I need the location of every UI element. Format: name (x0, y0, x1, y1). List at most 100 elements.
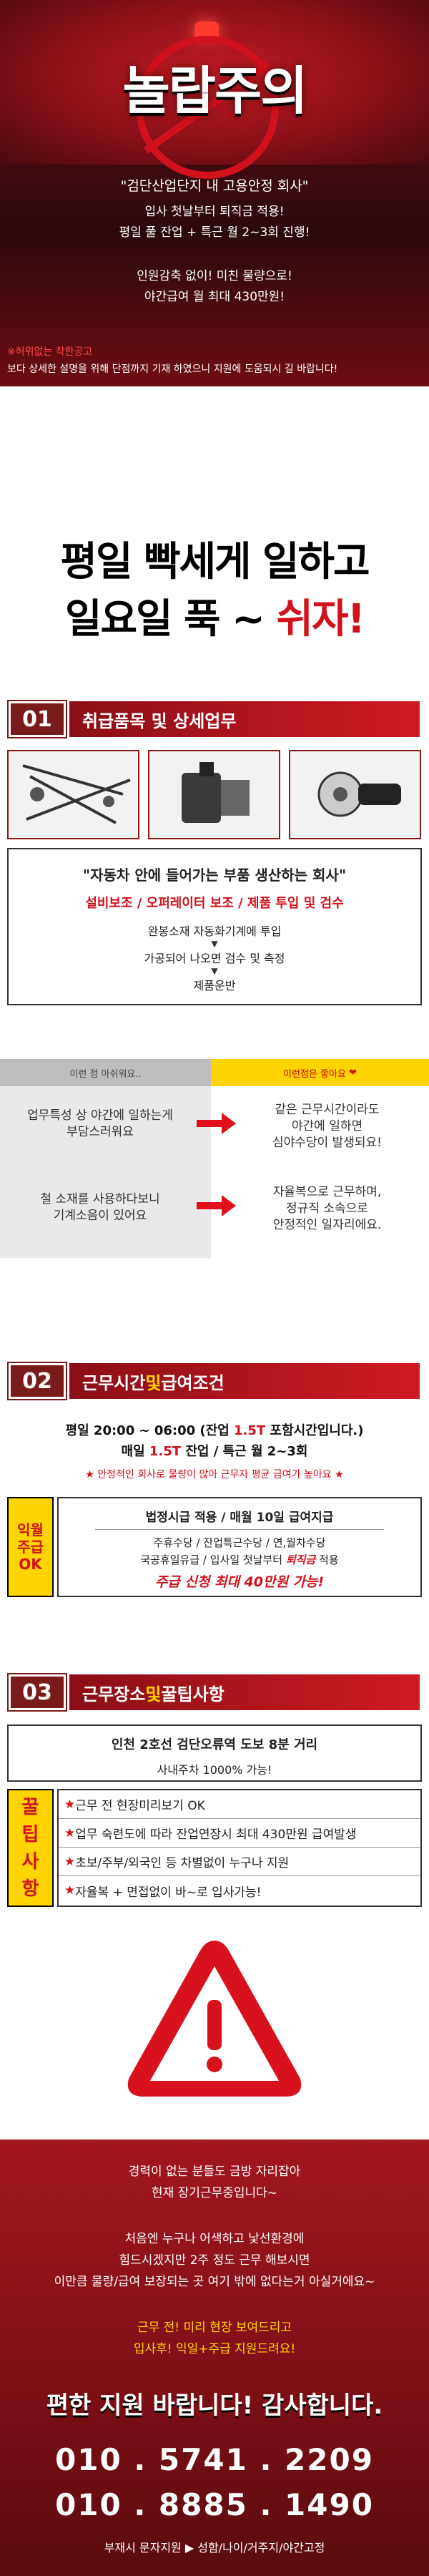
process-step: 가공되어 나오면 검수 및 측정 (144, 952, 285, 965)
badge-text: 익월 (17, 1521, 44, 1538)
pay-line: 국공휴일유급 / 입사일 첫날부터 퇴직금 적용 (59, 1551, 420, 1568)
pay-line: 주휴수당 / 잔업특근수당 / 연,월차수당 (153, 1536, 326, 1549)
section-title: 취급품목 및 상세업무 (69, 701, 420, 737)
benefit-line: 입사 첫날부터 퇴직금 적용! (144, 205, 285, 219)
company-info-box: "자동차 안에 들어가는 부품 생산하는 회사" 설비보조 / 오퍼레이터 보조… (7, 848, 422, 1005)
disclaimer-text: 보다 상세한 설명을 위해 단점까지 기재 하였으니 지원에 도움되시 길 바랍… (7, 364, 338, 375)
heart-icon: ❤ (349, 1067, 357, 1078)
process-step: 완봉소재 자동화기계에 투입 (147, 924, 282, 938)
tip-item: ★업무 숙련도에 따라 잔업연장시 최대 430만원 급여발생 (59, 1819, 420, 1848)
phone-number-1[interactable]: 010 . 5741 . 2209 (55, 2442, 374, 2477)
text: 잔업 / 특근 월 2~3회 (181, 1444, 308, 1459)
pro-item: 같은 근무시간이라도 야간에 일하면 심야수당이 발생되요! (272, 1103, 382, 1150)
footer-line: 입사후! 익일+주급 지원드려요! (133, 2342, 296, 2356)
weekly-pay-badge: 익월 주급 OK (7, 1497, 54, 1597)
badge-text: 꿀 (21, 1796, 39, 1818)
footer-line: 힘드시겠지만 2주 정도 근무 해보시면 (119, 2253, 310, 2268)
pros-header: 이런점은 좋아요 ❤ (211, 1059, 429, 1086)
disclaimer: ※허위없는 착한공고 보다 상세한 설명을 위해 단점까지 기재 하였으니 지원… (7, 343, 429, 378)
text: 포함시간입니다.) (265, 1423, 364, 1438)
badge-text: 항 (21, 1878, 39, 1900)
highlight: 1.5T (234, 1423, 266, 1438)
text: 매일 (121, 1444, 149, 1459)
pro-item: 자율복으로 근무하며, 정규직 소속으로 안정적인 일자리에요. (272, 1185, 382, 1232)
star-icon: ★ (64, 1854, 76, 1869)
work-location: 인천 2호선 검단오류역 도보 8분 거리 (111, 1737, 318, 1752)
overtime-info: 매일 1.5T 잔업 / 특근 월 2~3회 (0, 1441, 429, 1460)
disclaimer-tag: ※허위없는 착한공고 (7, 346, 93, 358)
footer-paragraph: 경력이 없는 분들도 금방 자리잡아 현재 장기근무중입니다~ (0, 2161, 429, 2204)
tips-badge: 꿀 팁 사 항 (7, 1789, 54, 1907)
footer-highlight: 근무 전! 미리 현장 보여드리고 입사후! 익일+주급 지원드려요! (0, 2317, 429, 2360)
thanks-message: 편한 지원 바랍니다! 감사합니다. (46, 2391, 383, 2420)
footer-line: 근무 전! 미리 현장 보여드리고 (137, 2321, 292, 2335)
star-icon: ★ (64, 1883, 76, 1898)
arrow-right-icon (197, 1195, 236, 1216)
section-title: 근무장소 및 꿀팁사항 (69, 1674, 420, 1710)
hero-title: 놀랍주의 (122, 61, 308, 121)
slogan-emphasis: 쉬자! (276, 596, 365, 643)
footer-line: 이만큼 물량/급여 보장되는 곳 여기 밖에 없다는거 아실거에요~ (54, 2275, 375, 2289)
benefit-line: 인원감축 없이! 미친 물량으로! (137, 269, 292, 283)
section-title: 근무시간 및 급여조건 (69, 1363, 420, 1399)
highlight: 1.5T (149, 1444, 182, 1459)
company-description: "자동차 안에 들어가는 부품 생산하는 회사" (82, 867, 347, 884)
arrow-down-icon: ▼ (211, 966, 218, 976)
pay-info-box: 법정시급 적용 / 매월 10일 급여지급 주휴수당 / 잔업특근수당 / 연,… (57, 1497, 422, 1597)
slogan-line2-text: 일요일 푹 ~ (64, 596, 277, 643)
footer-line: 경력이 없는 분들도 금방 자리잡아 (128, 2165, 301, 2179)
tip-item: ★근무 전 현장미리보기 OK (59, 1790, 420, 1819)
weekly-pay-note: 주급 신청 최대 40만원 가능! (154, 1574, 325, 1590)
con-item: 업무특성 상 야간에 일하는게 부담스러워요 (27, 1108, 173, 1139)
badge-text: OK (19, 1556, 42, 1573)
section-title-part: 및 (145, 1684, 162, 1704)
pros-panel (211, 1086, 429, 1258)
star-icon: ★ (64, 1825, 76, 1840)
tips-list: ★근무 전 현장미리보기 OK ★업무 숙련도에 따라 잔업연장시 최대 430… (57, 1789, 422, 1907)
section-title-part: 근무장소 (82, 1684, 146, 1704)
badge-text: 주급 (17, 1538, 44, 1556)
parking-info: 사내주차 1000% 가능! (157, 1763, 272, 1777)
job-roles: 설비보조 / 오퍼레이터 보조 / 제품 투입 및 검수 (85, 896, 344, 911)
warning-icon (127, 1941, 302, 2097)
pros-header-text: 이런점은 좋아요 (283, 1068, 346, 1080)
product-image-motor (148, 750, 280, 839)
contact-instructions: 부재시 문자지원 ▶ 성함/나이/거주지/야간고정 (104, 2541, 325, 2555)
cons-header: 이런 점 아쉬워요.. (0, 1059, 211, 1086)
tip-text: 근무 전 현장미리보기 OK (75, 1799, 205, 1813)
section-title-part: 및 (145, 1372, 162, 1393)
hero-section: 놀랍주의 "검단산업단지 내 고용안정 회사" 입사 첫날부터 퇴직금 적용! … (0, 0, 429, 386)
footer-paragraph: 처음엔 누구나 어색하고 낯선환경에 힘드시겠지만 2주 정도 근무 해보시면 … (0, 2228, 429, 2293)
section-number: 02 (7, 1362, 67, 1400)
con-item: 철 소재를 사용하다보니 기계소음이 있어요 (40, 1192, 160, 1223)
badge-text: 팁 (21, 1823, 39, 1845)
tip-item: ★초보/주부/외국인 등 차별없이 누구나 지원 (59, 1848, 420, 1876)
phone-number-2[interactable]: 010 . 8885 . 1490 (55, 2487, 374, 2522)
highlight: 퇴직금 (285, 1553, 316, 1566)
text: 국공휴일유급 / 입사일 첫날부터 (140, 1553, 286, 1566)
hero-benefits: 입사 첫날부터 퇴직금 적용! 평일 풀 잔업 + 특근 월 2~3회 진행! … (0, 202, 429, 308)
section-title-part: 급여조건 (161, 1372, 225, 1393)
work-hours: 평일 20:00 ~ 06:00 (잔업 1.5T 포함시간입니다.) (0, 1420, 429, 1439)
arrow-right-icon (197, 1113, 236, 1134)
tip-item: ★자율복 + 면접없이 바~로 입사가능! (59, 1876, 420, 1905)
slogan-line1: 평일 빡세게 일하고 (60, 539, 370, 585)
text: 적용 (315, 1553, 339, 1566)
star-icon: ★ (64, 1797, 76, 1812)
tip-text: 자율복 + 면접없이 바~로 입사가능! (75, 1885, 262, 1900)
arrow-down-icon: ▼ (211, 939, 218, 949)
benefit-line: 평일 풀 잔업 + 특근 월 2~3회 진행! (119, 225, 310, 240)
section-title-part: 근무시간 (82, 1372, 146, 1393)
slogan-line2: 일요일 푹 ~ 쉬자! (0, 587, 429, 645)
prohibition-icon (136, 36, 279, 179)
product-image-actuator (289, 750, 421, 839)
text: 평일 20:00 ~ 06:00 (잔업 (65, 1423, 235, 1438)
tip-text: 초보/주부/외국인 등 차별없이 누구나 지원 (75, 1856, 290, 1870)
section-number: 01 (7, 700, 67, 738)
cons-panel (0, 1086, 211, 1258)
footer-line: 현재 장기근무중입니다~ (151, 2186, 278, 2200)
location-box: 인천 2호선 검단오류역 도보 8분 거리 사내주차 1000% 가능! (7, 1724, 422, 1782)
section-title-part: 꿀팁사항 (161, 1684, 225, 1704)
company-tagline: "검단산업단지 내 고용안정 회사" (120, 178, 309, 194)
footer-line: 처음엔 누구나 어색하고 낯선환경에 (124, 2232, 305, 2246)
